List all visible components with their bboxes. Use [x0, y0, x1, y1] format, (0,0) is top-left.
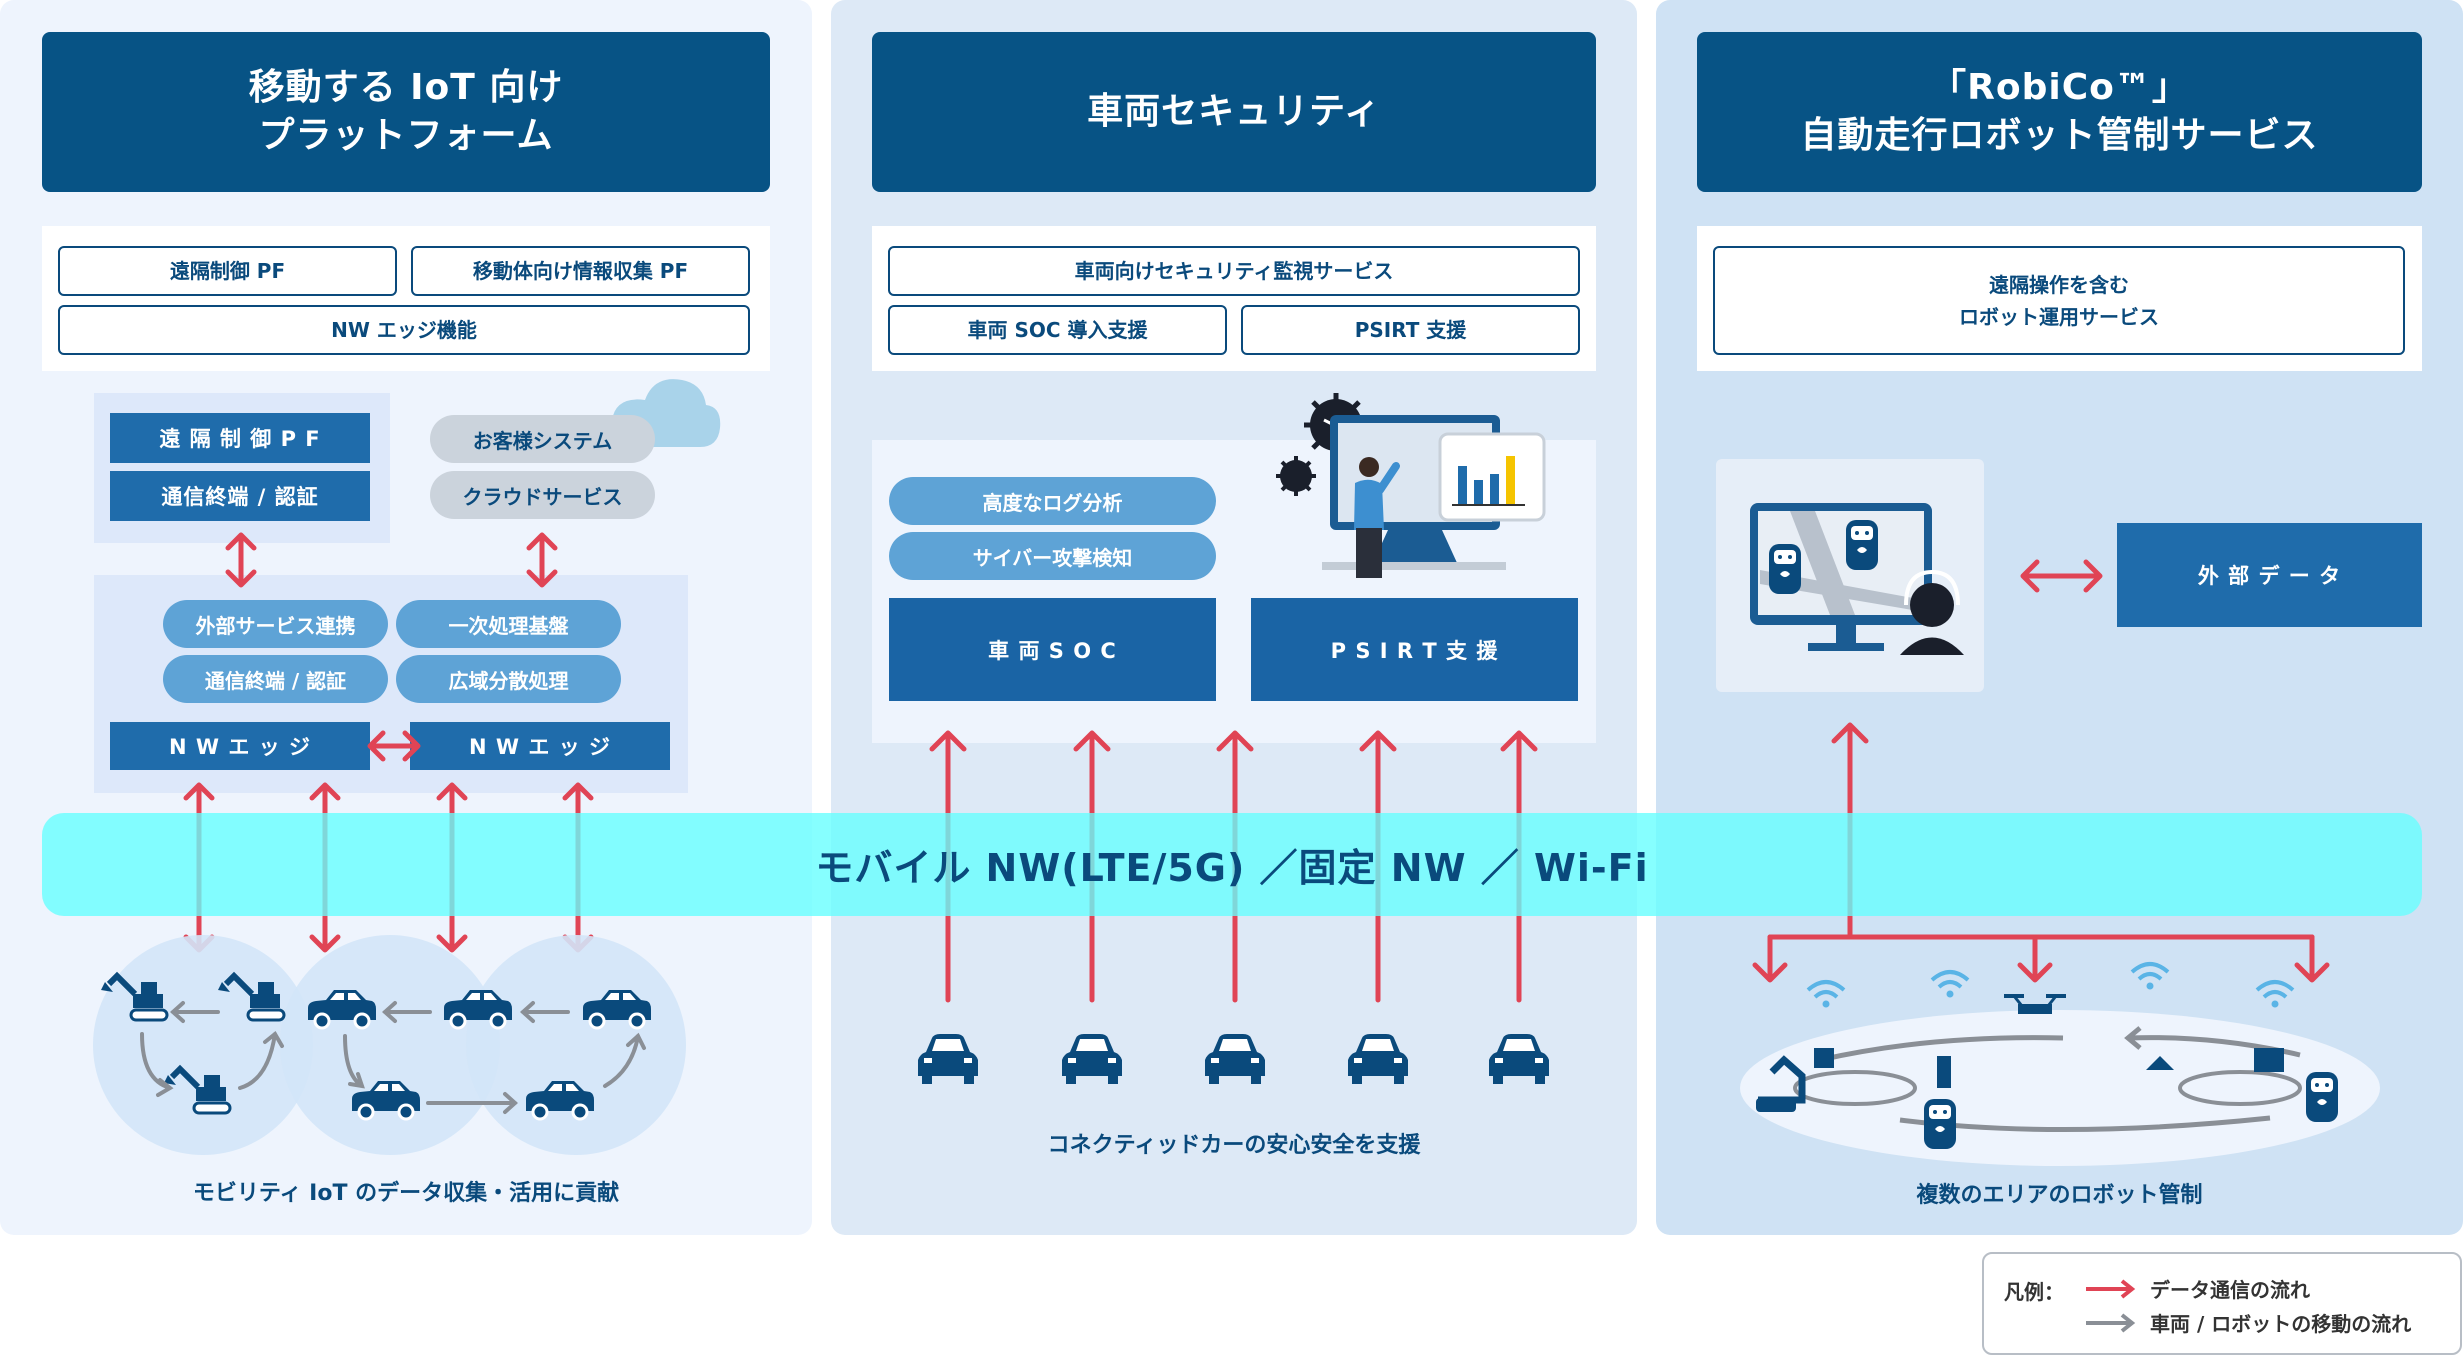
analyst-person-icon [1354, 457, 1400, 578]
pill-log-analysis: 高度なログ分析 [889, 477, 1216, 525]
panel-1-title-line-1: 移動する IoT 向け [248, 67, 564, 108]
service-robot-line-1: 遠隔操作を含む [1989, 272, 2129, 297]
pill-customer-system: お客様システム [430, 415, 655, 463]
service-security-monitoring: 車両向けセキュリティ監視サービス [888, 246, 1580, 296]
service-robot-operation: 遠隔操作を含む ロボット運用サービス [1713, 246, 2405, 355]
grey-arrow-icon [2086, 1312, 2136, 1333]
psirt-box: P S I R T 支 援 [1251, 598, 1578, 701]
external-data-box: 外 部 デ ー タ [2117, 523, 2422, 627]
robot-icon [1756, 1055, 2338, 1149]
pill-primary-processing: 一次処理基盤 [396, 600, 621, 648]
panel-1-title-line-2: プラットフォーム [258, 115, 554, 156]
pill-attack-detection: サイバー攻撃検知 [889, 532, 1216, 580]
mobility-areas [93, 935, 686, 1155]
service-remote-control-pf: 遠隔制御 PF [58, 246, 397, 296]
red-arrow-icon [2086, 1278, 2136, 1299]
legend-data-flow-label: データ通信の流れ [2150, 1278, 2310, 1302]
panel-2-title-line-1: 車両セキュリティ [1087, 91, 1381, 132]
panel-3-caption: 複数のエリアのロボット管制 [1916, 1183, 2203, 1208]
vehicle-soc-box: 車 両 S O C [889, 598, 1216, 701]
cloud-auth: 通信終端 / 認証 [110, 471, 370, 521]
movement-arrows-panel-1 [140, 1001, 646, 1114]
drone-icon [2004, 994, 2066, 1014]
robot-area-map [1740, 1010, 2380, 1166]
service-psirt-support: PSIRT 支援 [1241, 305, 1580, 355]
service-mobile-info-pf: 移動体向け情報収集 PF [411, 246, 750, 296]
service-nw-edge: NW エッジ機能 [58, 305, 750, 355]
legend: 凡例： データ通信の流れ 車両 / ロボットの移動の流れ [1982, 1252, 2462, 1355]
panel-3-title: 「RobiCo™」 自動走行ロボット管制サービス [1697, 32, 2422, 192]
nw-edge-box-right: N W エ ッ ジ [410, 722, 670, 770]
service-robot-line-2: ロボット運用サービス [1959, 304, 2159, 329]
pill-cloud-service: クラウドサービス [430, 471, 655, 519]
legend-data-flow: データ通信の流れ [2084, 1274, 2310, 1303]
panel-1-title: 移動する IoT 向け プラットフォーム [42, 32, 770, 192]
service-soc-support: 車両 SOC 導入支援 [888, 305, 1227, 355]
legend-label: 凡例： [2004, 1280, 2064, 1304]
chart-icon [1438, 432, 1546, 522]
panel-2-caption: コネクティッドカーの安心安全を支援 [1047, 1133, 1421, 1158]
pill-distributed-processing: 広域分散処理 [396, 655, 621, 703]
legend-movement-flow-label: 車両 / ロボットの移動の流れ [2150, 1312, 2412, 1336]
cloud-remote-control-pf: 遠 隔 制 御 P F [110, 413, 370, 463]
car-icon [918, 1034, 1549, 1084]
panel-3-title-line-2: 自動走行ロボット管制サービス [1800, 115, 2319, 156]
network-band: モバイル NW(LTE/5G) ／固定 NW ／ Wi-Fi [42, 813, 2422, 916]
panel-1-caption: モビリティ IoT のデータ収集・活用に貢献 [192, 1181, 620, 1206]
operator-icon [1750, 503, 1964, 655]
pill-auth: 通信終端 / 認証 [163, 655, 388, 703]
legend-movement-flow: 車両 / ロボットの移動の流れ [2084, 1308, 2411, 1337]
nw-edge-box-left: N W エ ッ ジ [110, 722, 370, 770]
pill-external-service: 外部サービス連携 [163, 600, 388, 648]
panel-2-title: 車両セキュリティ [872, 32, 1596, 192]
panel-3-title-line-1: 「RobiCo™」 [1930, 67, 2189, 108]
